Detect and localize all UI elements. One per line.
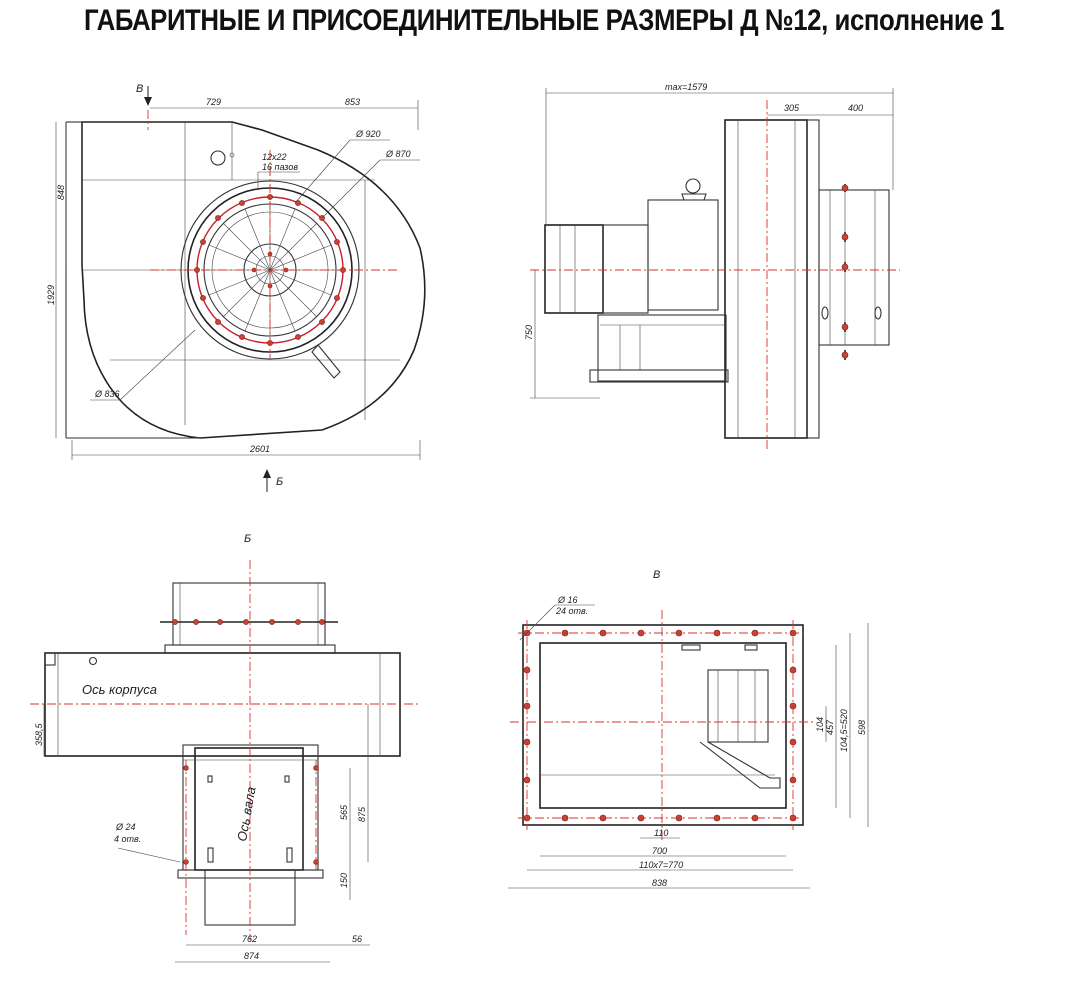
view-b-marker: Б — [276, 476, 283, 488]
view-v-title: В — [653, 569, 660, 581]
dim-565: 565 — [339, 804, 349, 820]
view-b-title: Б — [244, 533, 251, 545]
dim-762: 762 — [242, 934, 257, 944]
flange-view — [508, 604, 869, 889]
dim-853: 853 — [345, 97, 360, 107]
dim-56: 56 — [352, 934, 362, 944]
dim-1045: 104,5=520 — [839, 709, 849, 752]
dim-2601: 2601 — [249, 444, 270, 454]
dim-3585: 358,5 — [34, 722, 44, 746]
dim-104: 104 — [815, 717, 825, 732]
dim-848: 848 — [56, 185, 66, 200]
dim-d920: Ø 920 — [355, 129, 381, 139]
side-view — [530, 88, 900, 450]
dim-d870: Ø 870 — [385, 149, 411, 159]
dim-400: 400 — [848, 103, 863, 113]
dim-hole-n-bottom: 4 отв. — [114, 834, 141, 844]
axis-body-label: Ось корпуса — [82, 682, 157, 697]
dim-hole-d-bottom: Ø 24 — [115, 822, 136, 832]
dim-hole-d-flange: Ø 16 — [557, 595, 578, 605]
dim-150: 150 — [339, 873, 349, 888]
dim-700: 700 — [652, 846, 667, 856]
dim-457: 457 — [825, 719, 835, 735]
front-view — [55, 86, 426, 492]
dim-1929: 1929 — [46, 285, 56, 305]
bottom-view — [30, 560, 420, 963]
dim-slots: 16 пазов — [262, 162, 298, 172]
dim-838: 838 — [652, 878, 667, 888]
dim-875: 875 — [357, 806, 367, 822]
page-title: ГАБАРИТНЫЕ И ПРИСОЕДИНИТЕЛЬНЫЕ РАЗМЕРЫ Д… — [84, 4, 1004, 37]
dim-874: 874 — [244, 951, 259, 961]
dim-598: 598 — [857, 720, 867, 735]
dim-max: max=1579 — [665, 82, 707, 92]
dim-110: 110 — [654, 828, 668, 838]
dim-750: 750 — [524, 325, 534, 340]
dim-770: 110х7=770 — [639, 860, 683, 870]
dim-d836: Ø 836 — [94, 389, 120, 399]
dim-slot: 12х22 — [262, 152, 287, 162]
axis-shaft-label: Ось вала — [234, 786, 258, 843]
dim-729: 729 — [206, 97, 221, 107]
dim-hole-n-flange: 24 отв. — [555, 606, 588, 616]
view-v-marker: В — [136, 83, 143, 95]
dim-305: 305 — [784, 103, 800, 113]
